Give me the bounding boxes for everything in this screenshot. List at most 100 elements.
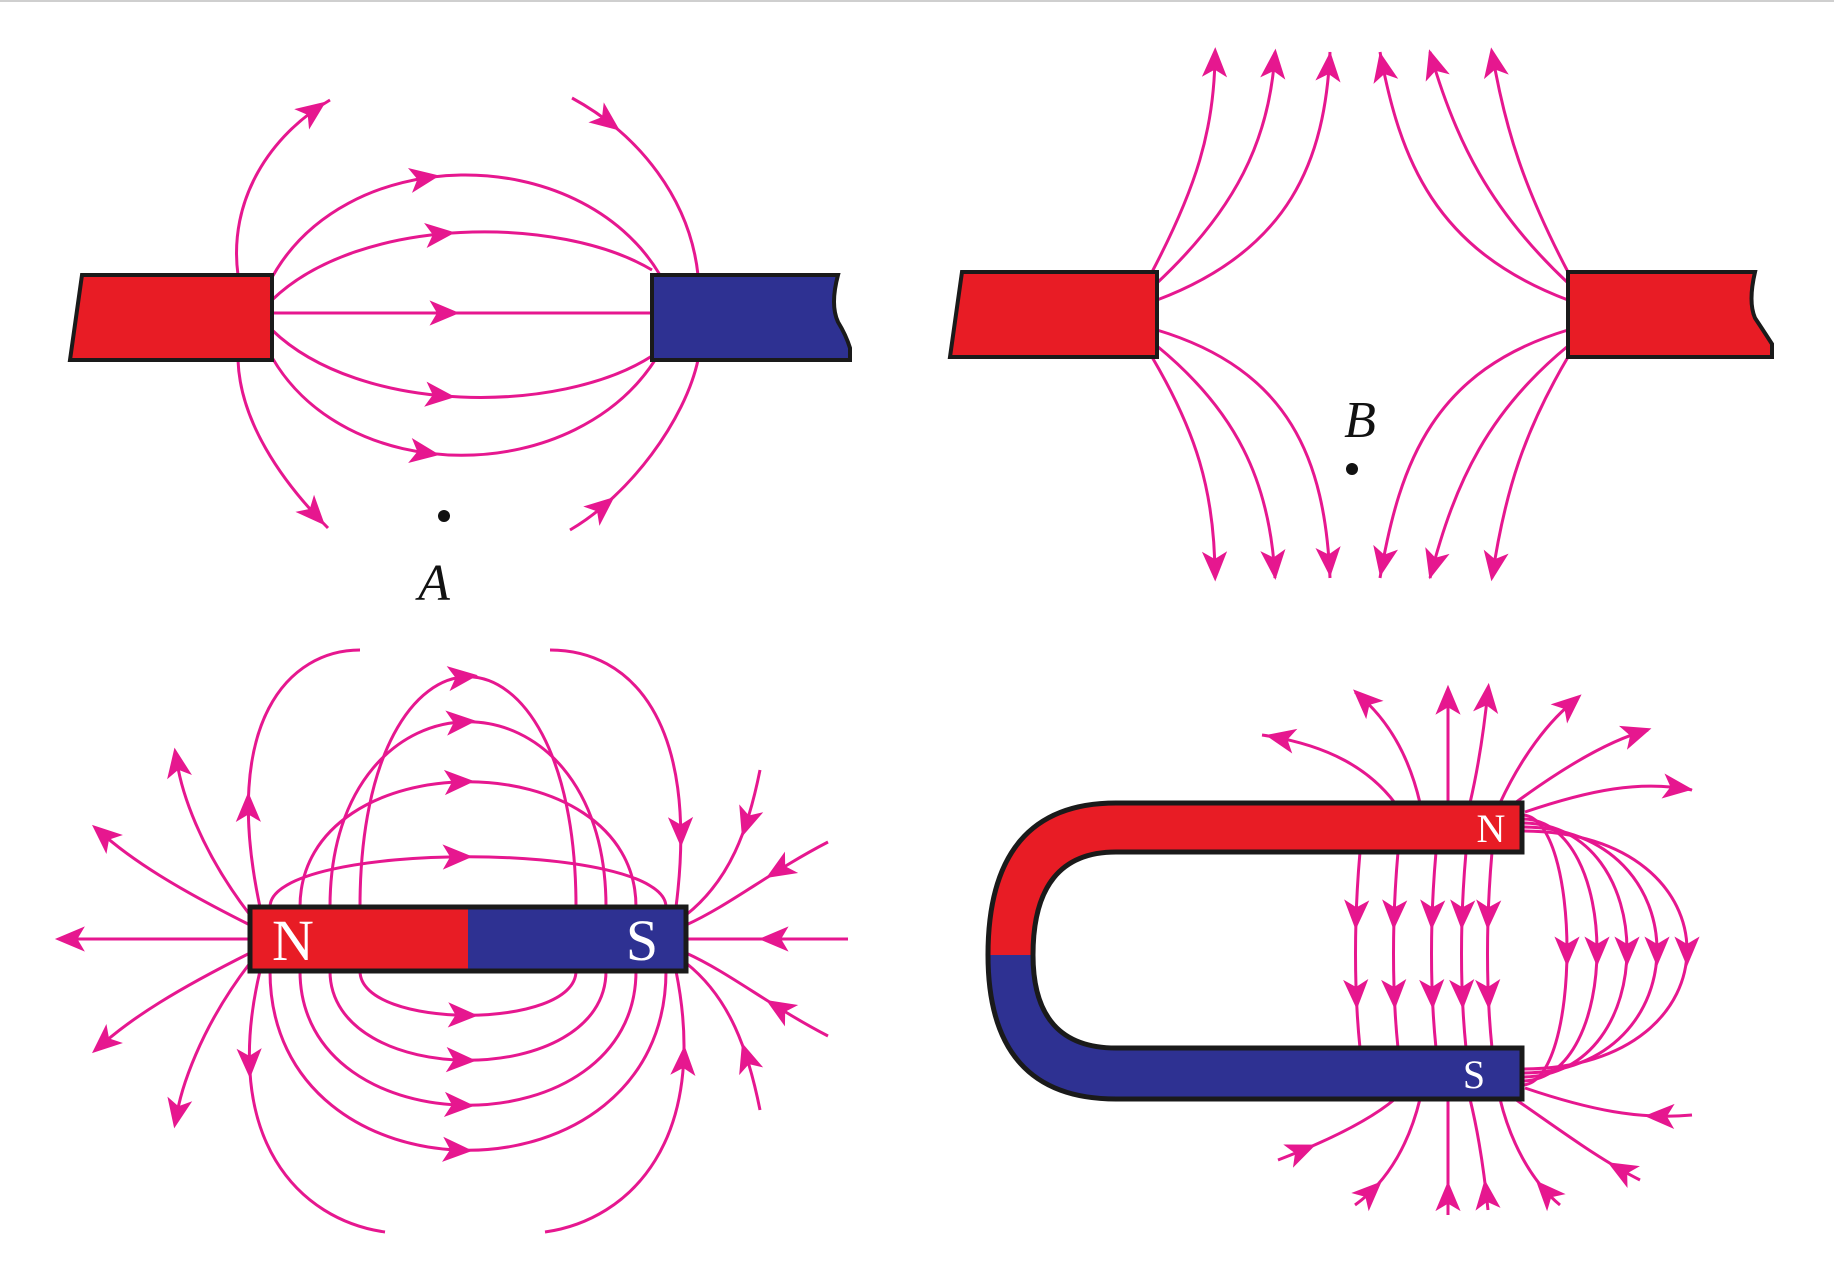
field-lines-like-poles: [1150, 47, 1570, 582]
field-line-arrow: [429, 300, 460, 326]
field-line: [270, 230, 653, 302]
field-line: [1524, 1086, 1693, 1118]
field-line-arrow: [1344, 899, 1370, 930]
field-line-arrow: [1260, 548, 1286, 580]
field-line: [1486, 851, 1494, 1049]
panel-opposite-poles: A: [67, 96, 852, 612]
field-line-arrow: [1435, 684, 1461, 715]
field-line: [1524, 784, 1693, 814]
field-line-arrow: [583, 496, 615, 526]
point-a-label: A: [415, 555, 450, 612]
field-line-arrow: [1265, 728, 1298, 754]
south-pole-block: [650, 273, 852, 362]
horseshoe-outline: [985, 800, 1525, 1102]
field-line: [266, 349, 662, 457]
field-line-arrow: [1475, 978, 1501, 1010]
field-line-arrow: [1425, 49, 1450, 82]
field-line: [1521, 817, 1599, 1083]
field-line: [1156, 51, 1332, 302]
field-line-arrow: [667, 816, 694, 848]
field-line-arrow: [407, 167, 440, 193]
field-line-arrow: [1381, 978, 1407, 1010]
field-line: [246, 648, 361, 908]
bar-south-half: [468, 907, 686, 971]
field-line-arrow: [424, 381, 456, 407]
field-line: [1155, 51, 1277, 285]
right-north-pole-block: [1566, 270, 1774, 359]
field-line: [685, 951, 829, 1038]
field-line-arrow: [1618, 725, 1652, 750]
field-line-arrow: [1315, 546, 1341, 577]
field-line: [1490, 356, 1570, 579]
field-line-arrow: [447, 1002, 479, 1028]
field-line-arrow: [92, 1023, 123, 1054]
field-line: [328, 720, 608, 908]
field-line-arrow: [1373, 544, 1399, 577]
field-line-arrow: [445, 710, 477, 736]
bar-north-label: N: [272, 908, 314, 973]
field-line: [270, 328, 653, 399]
field-line-arrow: [670, 1045, 696, 1077]
field-line-arrow: [1201, 551, 1228, 582]
field-line-arrow: [167, 747, 192, 780]
field-line: [571, 96, 700, 276]
field-line-arrow: [1382, 899, 1408, 930]
field-line-arrow: [1614, 936, 1640, 967]
field-line: [1521, 821, 1629, 1079]
panel-horseshoe-magnet: N S: [985, 682, 1700, 1216]
field-line-arrow: [446, 666, 478, 692]
field-line: [1156, 344, 1277, 579]
field-line: [266, 173, 662, 286]
field-line-arrow: [442, 1136, 473, 1162]
field-line-arrow: [235, 791, 261, 822]
north-pole-block: [67, 273, 274, 362]
field-line-arrow: [1475, 1179, 1501, 1211]
horseshoe-south-arm: [990, 955, 1522, 1097]
field-line-arrow: [739, 1042, 764, 1076]
horseshoe-north-label: N: [1477, 806, 1506, 851]
bar-magnet-outline: [247, 904, 689, 974]
point-a-dot: [438, 510, 450, 522]
field-line-arrow: [758, 926, 789, 952]
field-line-arrow: [167, 1096, 193, 1129]
field-line-arrow: [1419, 978, 1445, 1010]
field-line: [1521, 825, 1659, 1075]
field-line-arrow: [739, 804, 764, 837]
field-line: [298, 780, 638, 908]
field-line-arrow: [1476, 899, 1502, 930]
field-line-arrow: [1435, 1181, 1461, 1212]
field-line: [1354, 851, 1362, 1049]
field-line: [1428, 51, 1570, 285]
field-line-arrow: [766, 999, 799, 1027]
field-line-arrow: [1201, 47, 1228, 78]
top-border-line: [0, 0, 1834, 2]
field-line: [685, 769, 762, 917]
field-line: [544, 970, 686, 1234]
field-line: [1156, 328, 1332, 579]
field-line-arrow: [445, 1047, 477, 1073]
field-line-arrow: [294, 101, 326, 130]
point-b-label: B: [1344, 392, 1376, 449]
field-lines-bar-magnet: [54, 648, 848, 1234]
field-line-arrow: [443, 1091, 475, 1118]
field-lines-horseshoe: [1261, 682, 1700, 1216]
field-line-arrow: [1550, 694, 1582, 724]
left-north-pole-block: [947, 270, 1159, 359]
field-line: [1277, 1097, 1396, 1162]
field-line: [685, 961, 762, 1111]
horseshoe-south-label: S: [1463, 1052, 1485, 1097]
field-line-arrow: [1554, 936, 1580, 967]
field-line-arrow: [92, 824, 123, 855]
field-line: [685, 840, 829, 927]
field-line: [1150, 356, 1217, 579]
field-line-arrow: [442, 844, 473, 870]
field-line-arrow: [1449, 978, 1475, 1010]
bar-north-half: [250, 907, 468, 971]
field-line: [247, 970, 386, 1234]
field-line-arrow: [1260, 48, 1286, 80]
field-line: [1460, 851, 1468, 1049]
field-line: [1378, 51, 1569, 302]
field-line: [1378, 328, 1569, 579]
